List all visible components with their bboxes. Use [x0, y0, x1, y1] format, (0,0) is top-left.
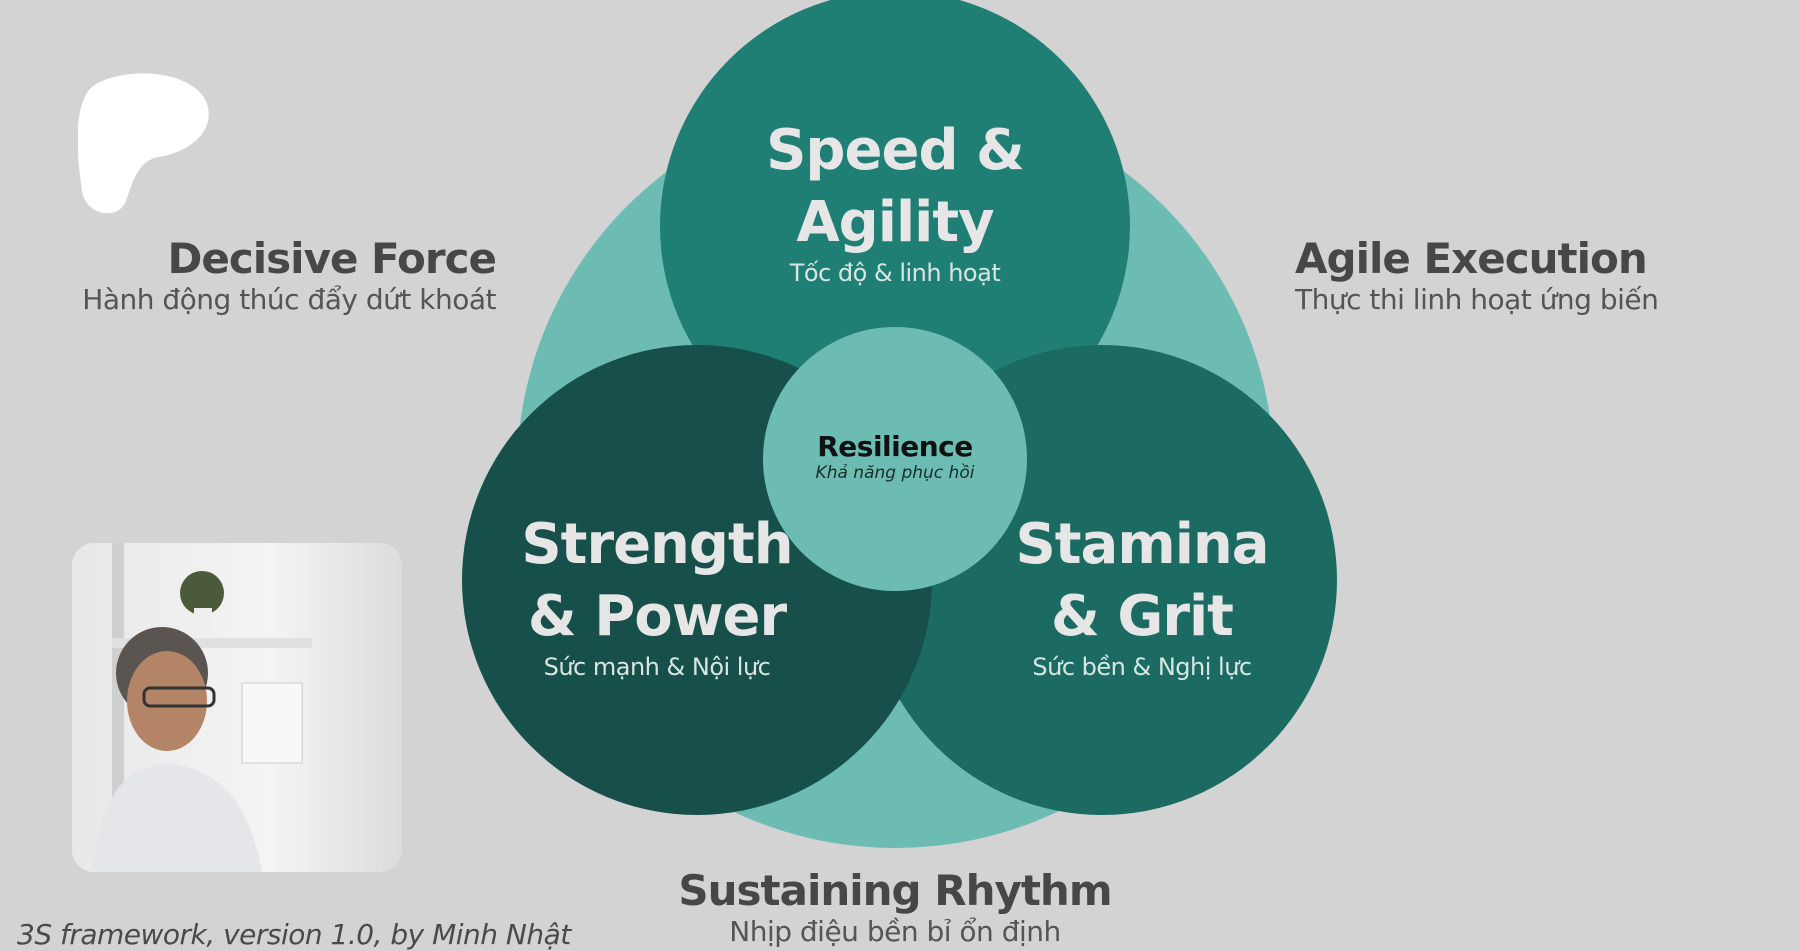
- speed-title-line2: Agility: [796, 190, 994, 255]
- strength-power-label: Strength & Power Sức mạnh & Nội lực: [507, 509, 807, 681]
- resilience-title: Resilience: [817, 430, 973, 463]
- speed-agility-label: Speed & Agility Tốc độ & linh hoạt: [745, 115, 1045, 287]
- sustaining-rhythm-subtitle: Nhịp điệu bền bỉ ổn định: [729, 915, 1061, 948]
- resilience-subtitle: Khả năng phục hồi: [815, 463, 975, 483]
- sustaining-rhythm-title: Sustaining Rhythm: [678, 866, 1112, 915]
- decisive-force-label: Decisive Force Hành động thúc đẩy dứt kh…: [82, 234, 497, 316]
- stamina-subtitle: Sức bền & Nghị lực: [1032, 653, 1252, 681]
- stamina-title-line2: & Grit: [1051, 584, 1234, 649]
- author-photo: [72, 543, 402, 872]
- strength-title-line1: Strength: [521, 512, 793, 577]
- speed-title-line1: Speed &: [766, 118, 1025, 183]
- agile-execution-subtitle: Thực thi linh hoạt ứng biến: [1295, 283, 1659, 316]
- sustaining-rhythm-label: Sustaining Rhythm Nhịp điệu bền bỉ ổn đị…: [595, 866, 1195, 948]
- strength-subtitle: Sức mạnh & Nội lực: [543, 653, 771, 681]
- agile-execution-title: Agile Execution: [1295, 234, 1648, 283]
- strength-title-line2: & Power: [527, 584, 787, 649]
- footer-credit: 3S framework, version 1.0, by Minh Nhật: [17, 918, 571, 951]
- decisive-force-subtitle: Hành động thúc đẩy dứt khoát: [82, 283, 496, 316]
- agile-execution-label: Agile Execution Thực thi linh hoạt ứng b…: [1295, 234, 1659, 316]
- resilience-circle: [763, 327, 1027, 591]
- resilience-label: Resilience Khả năng phục hồi: [763, 430, 1027, 483]
- logo: [77, 71, 210, 216]
- speed-subtitle: Tốc độ & linh hoạt: [789, 259, 1001, 287]
- decisive-force-title: Decisive Force: [167, 234, 497, 283]
- stamina-grit-label: Stamina & Grit Sức bền & Nghị lực: [992, 509, 1292, 681]
- stamina-title-line1: Stamina: [1015, 512, 1269, 577]
